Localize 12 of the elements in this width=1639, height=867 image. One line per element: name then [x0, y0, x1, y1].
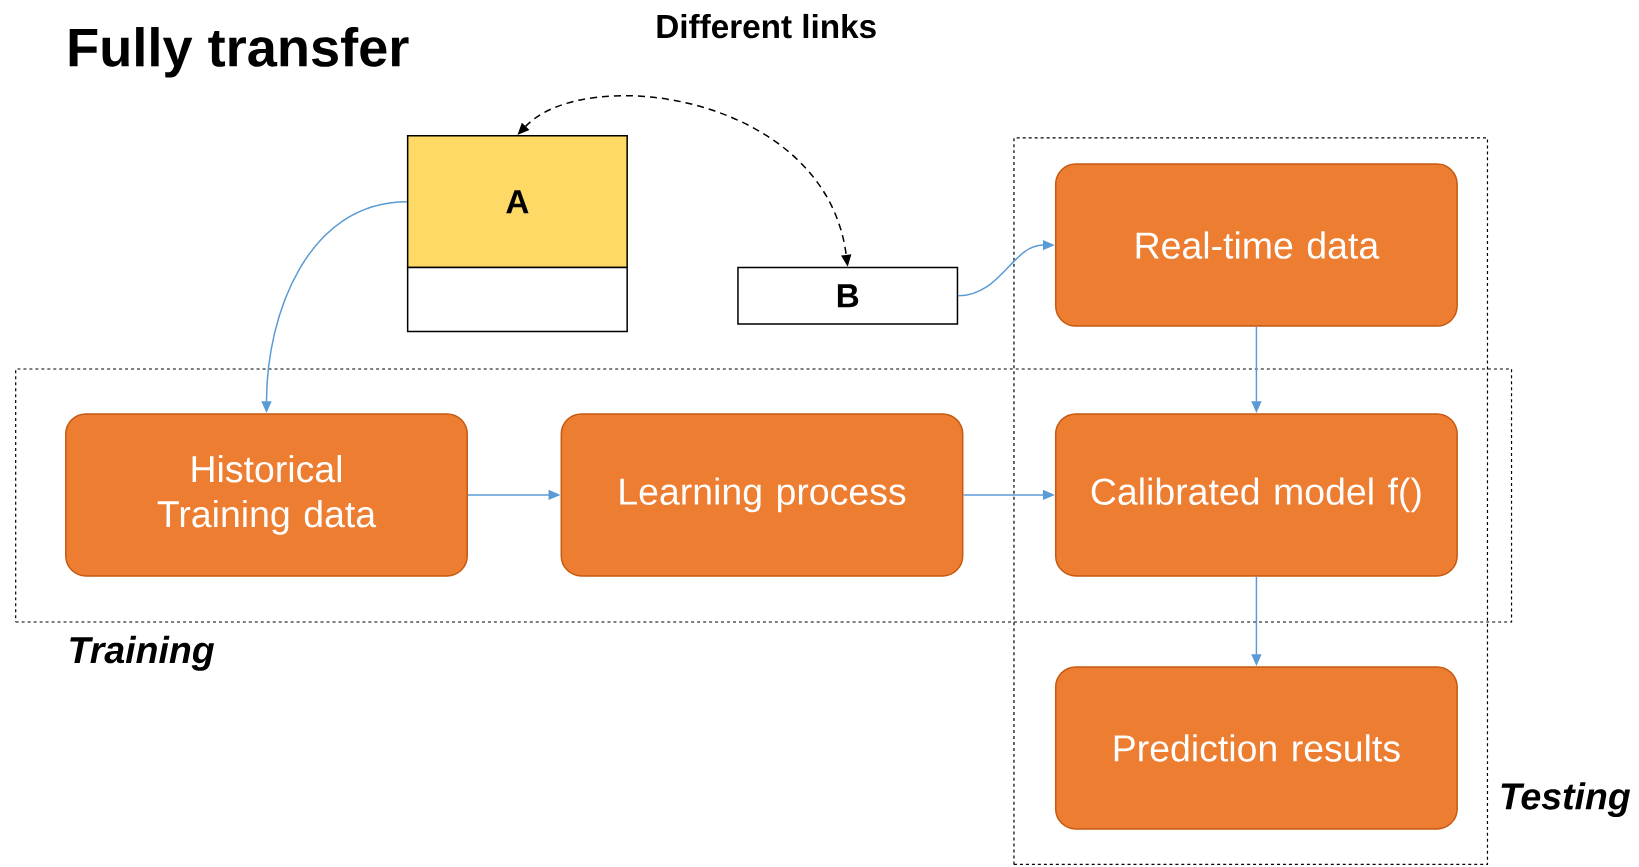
process-box: Historical Training data: [65, 413, 468, 577]
edge-label: Different links: [653, 11, 880, 41]
data-box: B: [737, 266, 959, 325]
process-box: Prediction results: [1054, 666, 1458, 830]
empty-box: [406, 266, 628, 333]
process-box: Learning process: [560, 413, 964, 577]
data-box: A: [406, 135, 628, 269]
process-box: Calibrated model f(): [1054, 413, 1458, 577]
title: Fully transfer: [69, 27, 409, 78]
process-box: Real-time data: [1054, 163, 1458, 327]
region-label: Testing: [1501, 782, 1631, 818]
region-label: Training: [70, 635, 214, 671]
